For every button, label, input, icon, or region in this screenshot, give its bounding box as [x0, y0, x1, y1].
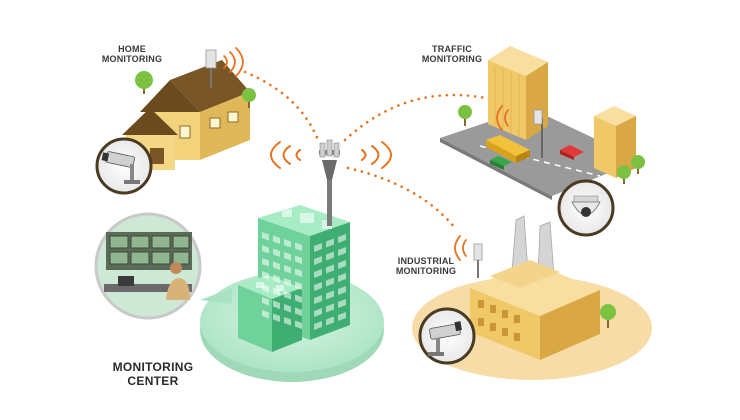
radio-antenna-icon	[473, 243, 483, 278]
building-window	[338, 260, 346, 269]
tree-icon	[600, 304, 616, 328]
building-windows	[262, 232, 346, 330]
building-window	[314, 269, 322, 278]
signal-paths	[243, 70, 497, 230]
building-window	[338, 312, 346, 321]
industrial-label-line1: INDUSTRIAL	[397, 256, 455, 266]
building-window	[314, 282, 322, 291]
building-window	[326, 264, 334, 274]
building-window	[262, 310, 269, 319]
building-window	[262, 271, 269, 280]
building-window	[284, 239, 291, 248]
home-label-line2: MONITORING	[101, 54, 163, 65]
building-window	[326, 290, 334, 300]
industrial-label-line2: MONITORING	[395, 266, 457, 277]
building-window	[295, 281, 302, 290]
building-window	[295, 294, 302, 303]
building-window	[284, 317, 291, 326]
building-window	[338, 299, 346, 308]
tower-signal-rings	[270, 141, 392, 169]
building-window	[326, 316, 334, 326]
building-window	[284, 265, 291, 274]
building-window	[262, 232, 269, 241]
building-window	[295, 255, 302, 264]
building-window	[338, 247, 346, 256]
car-icon	[490, 145, 584, 170]
building-window	[314, 295, 322, 304]
home-monitoring-label: HOME MONITORING	[92, 44, 172, 65]
center-label-line1: MONITORING	[112, 360, 194, 374]
building-window	[273, 235, 280, 244]
monitoring-center-label: MONITORING CENTER	[98, 360, 208, 389]
building-window	[284, 304, 291, 313]
traffic-monitoring-label: TRAFFIC MONITORING	[412, 44, 492, 65]
building-window	[284, 278, 291, 287]
building-window	[262, 245, 269, 254]
building-window	[314, 308, 322, 317]
building-window	[284, 291, 291, 300]
building-window	[273, 313, 280, 322]
home-label-line1: HOME	[118, 44, 146, 54]
building-window	[295, 242, 302, 251]
home-scene	[95, 47, 256, 195]
monitoring-room-inset	[94, 212, 232, 320]
building-window	[295, 268, 302, 277]
building-window	[338, 273, 346, 282]
building-window	[273, 300, 280, 309]
building-window	[314, 243, 322, 252]
traffic-label-line1: TRAFFIC	[432, 44, 472, 54]
building-window	[273, 261, 280, 270]
building-window	[273, 287, 280, 296]
cctv-camera-icon	[418, 307, 476, 365]
building-window	[273, 274, 280, 283]
radio-antenna-icon	[533, 109, 543, 125]
small-building	[238, 275, 302, 352]
dome-camera-icon	[557, 179, 615, 237]
building-window	[326, 303, 334, 313]
building-window	[262, 297, 269, 306]
monitoring-center	[200, 205, 384, 382]
signal-path-traffic	[343, 93, 497, 142]
traffic-label-line2: MONITORING	[421, 54, 483, 65]
building-window	[338, 286, 346, 295]
building-window	[314, 321, 322, 330]
building-window	[326, 251, 334, 261]
traffic-scene	[440, 46, 645, 237]
building-window	[338, 234, 346, 243]
signal-path-industrial	[346, 166, 457, 230]
cctv-camera-icon	[95, 137, 153, 195]
building-window	[295, 307, 302, 316]
building-window	[284, 252, 291, 261]
building-window	[262, 284, 269, 293]
tree-icon	[135, 71, 256, 108]
bus-icon	[486, 135, 530, 163]
building-window	[326, 238, 334, 248]
signal-path-home	[243, 70, 320, 142]
building-window	[273, 248, 280, 257]
building-window	[295, 320, 302, 329]
antenna-tower-icon	[319, 139, 340, 226]
building-window	[314, 256, 322, 265]
industrial-monitoring-label: INDUSTRIAL MONITORING	[386, 256, 466, 277]
radio-antenna-icon	[205, 49, 217, 88]
center-label-line2: CENTER	[127, 373, 179, 388]
building-window	[262, 258, 269, 267]
building-window	[326, 277, 334, 287]
tree-icon	[458, 105, 645, 184]
industrial-scene	[412, 215, 652, 380]
